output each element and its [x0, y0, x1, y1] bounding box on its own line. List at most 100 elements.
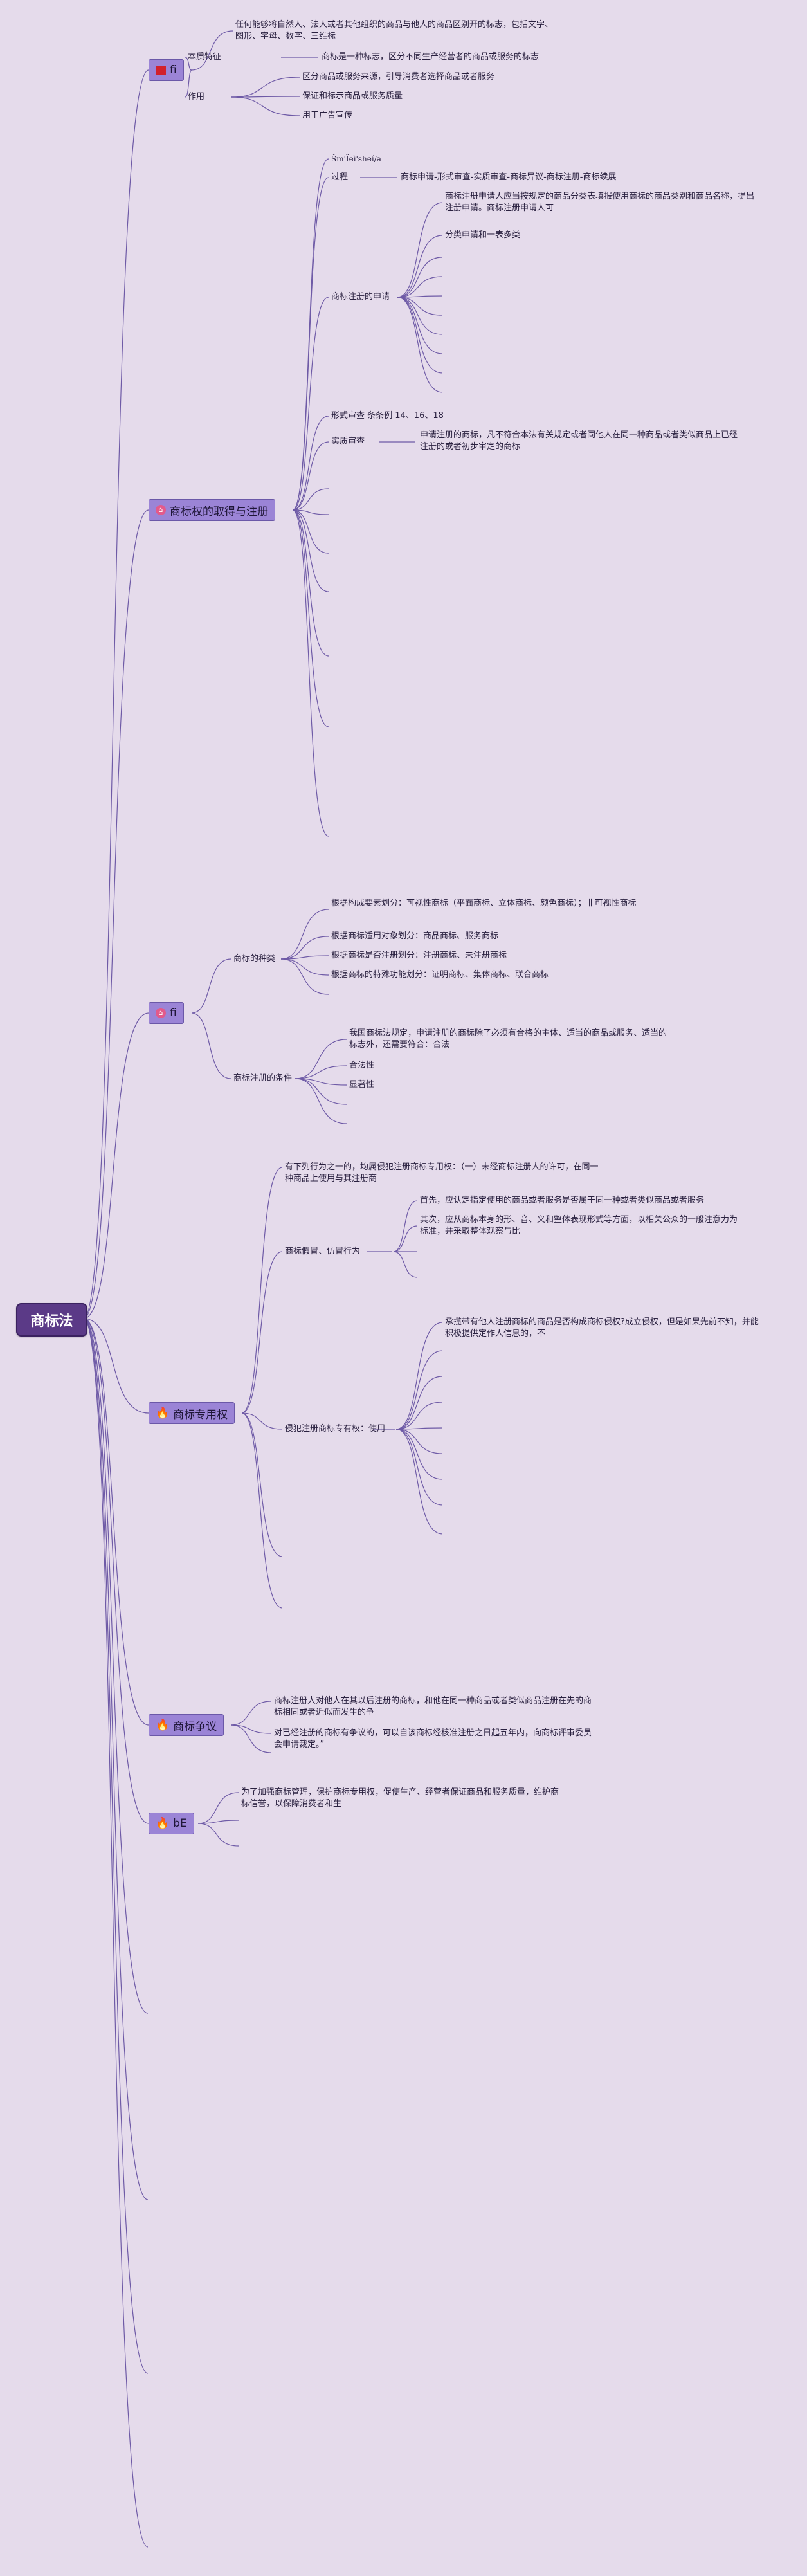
connector-line — [197, 1823, 239, 1847]
connector-line — [395, 1376, 443, 1430]
fire-icon: 🔥 — [156, 1719, 170, 1731]
condition-item-3: 显著性 — [349, 1080, 375, 1090]
root-connector — [83, 1012, 149, 1319]
connector-line — [197, 1820, 239, 1824]
connector-line — [397, 297, 443, 354]
connector-line — [397, 297, 443, 335]
connector-line — [397, 297, 443, 316]
purpose-text: 为了加强商标管理，保护商标专用权，促使生产、经营者保证商品和服务质量，维护商标信… — [241, 1787, 559, 1809]
fire-icon: 🔥 — [156, 1817, 170, 1830]
connector-line — [292, 509, 329, 727]
connector-line — [397, 202, 443, 298]
application-text-1: 商标注册申请人应当按规定的商品分类表填报使用商标的商品类别和商品名称，提出注册申… — [445, 192, 755, 213]
type-item-3: 根据商标是否注册划分：注册商标、未注册商标 — [331, 951, 507, 960]
process-label: 过程 — [331, 172, 349, 182]
connector-line — [292, 509, 329, 592]
type-item-4: 根据商标的特殊功能划分：证明商标、集体商标、联合商标 — [331, 970, 549, 980]
counterfeit-item-1: 首先，应认定指定使用的商品或者服务是否属于同一种或者类似商品或者服务 — [420, 1196, 705, 1205]
connector-line — [292, 177, 329, 511]
house-icon: ⌂ — [156, 505, 166, 515]
essence-label: 本质特征 — [188, 52, 222, 62]
connector-line — [292, 509, 329, 515]
root-connector — [83, 1318, 149, 2548]
connector-line — [292, 158, 329, 511]
connector-line — [197, 1792, 239, 1824]
root-connector — [83, 509, 149, 1319]
trademark-definition: 任何能够将自然人、法人或者其他组织的商品与他人的商品区别开的标志，包括文字、图形… — [235, 20, 554, 41]
condition-item-1: 我国商标法规定，申请注册的商标除了必须有合格的主体、适当的商品或服务、适当的标志… — [349, 1028, 667, 1050]
connector-line — [295, 1039, 347, 1079]
connector-line — [231, 96, 300, 98]
connector-line — [395, 1429, 443, 1535]
connector-line — [280, 936, 329, 960]
branch-definition[interactable]: fi — [149, 59, 184, 81]
connector-line — [395, 1429, 443, 1454]
connector-line — [393, 1225, 418, 1252]
root-title: 商标法 — [30, 1313, 73, 1329]
function-item-2: 保证和标示商品或服务质量 — [302, 91, 403, 101]
connector-line — [230, 1724, 272, 1753]
root-node[interactable]: 商标法 — [16, 1303, 87, 1337]
function-item-1: 区分商品或服务来源，引导消费者选择商品或者服务 — [302, 72, 495, 82]
connector-line — [191, 958, 231, 1014]
branch-exclusive-right-label: 商标专用权 — [173, 1408, 228, 1421]
connector-line — [280, 958, 329, 995]
function-item-3: 用于广告宣传 — [302, 111, 353, 120]
application-text-2: 分类申请和一表多类 — [445, 230, 521, 240]
connector-line — [397, 297, 443, 374]
connector-line — [191, 30, 233, 71]
application-label: 商标注册的申请 — [331, 292, 390, 302]
pinyin-note: Šm'Ïeì'sheí/a — [331, 154, 381, 163]
counterfeit-item-2: 其次，应从商标本身的形、音、义和整体表现形式等方面，以相关公众的一般注意力为标准… — [420, 1215, 738, 1236]
house-icon: ⌂ — [156, 1008, 166, 1018]
connector-line — [395, 1322, 443, 1430]
dispute-text-2: 对已经注册的商标有争议的，可以自该商标经核准注册之日起五年内，向商标评审委员会申… — [274, 1728, 592, 1749]
flag-icon — [156, 66, 166, 75]
connector-line — [230, 1724, 272, 1734]
substantive-review-label: 实质审查 — [331, 437, 365, 446]
connector-line — [292, 488, 329, 511]
branch-registration-label: 商标权的取得与注册 — [170, 505, 268, 518]
connector-line — [295, 1078, 347, 1124]
essence-text: 商标是一种标志，区分不同生产经营者的商品或服务的标志 — [322, 52, 540, 62]
formal-review: 形式审查 条条例 14、16、18 — [331, 411, 444, 421]
branch-dispute[interactable]: 🔥 商标争议 — [149, 1714, 224, 1736]
connector-line — [231, 96, 300, 116]
connector-line — [393, 1200, 418, 1252]
function-label: 作用 — [188, 92, 205, 102]
connector-line — [395, 1429, 443, 1480]
connector-line — [395, 1427, 443, 1430]
connector-line — [395, 1402, 443, 1430]
branch-types-label: fi — [170, 1007, 177, 1019]
connector-line — [295, 1078, 347, 1086]
branch-purpose-label: bE — [173, 1817, 187, 1830]
connector-line — [292, 441, 329, 511]
type-item-2: 根据商标适用对象划分：商品商标、服务商标 — [331, 931, 499, 941]
connector-line — [393, 1251, 418, 1278]
condition-item-2: 合法性 — [349, 1061, 375, 1070]
infringement-intro: 有下列行为之一的，均属侵犯注册商标专用权：（一）未经商标注册人的许可，在同一种商… — [285, 1162, 599, 1183]
branch-dispute-label: 商标争议 — [173, 1720, 217, 1733]
root-connector — [83, 1318, 149, 1414]
branch-registration[interactable]: ⌂ 商标权的取得与注册 — [149, 499, 275, 521]
fire-icon: 🔥 — [156, 1407, 170, 1420]
branch-purpose[interactable]: 🔥 bE — [149, 1813, 194, 1834]
root-connector — [83, 69, 149, 1319]
connector-line — [241, 1167, 283, 1414]
connector-line — [397, 257, 443, 298]
branch-exclusive-right[interactable]: 🔥 商标专用权 — [149, 1402, 235, 1424]
types-label: 商标的种类 — [233, 954, 276, 964]
connector-line — [292, 509, 329, 837]
connector-line — [241, 1251, 283, 1414]
type-item-1: 根据构成要素划分：可视性商标（平面商标、立体商标、颜色商标）；非可视性商标 — [331, 899, 637, 908]
connector-line — [241, 1412, 283, 1609]
dispute-text-1: 商标注册人对他人在其以后注册的商标，和他在同一种商品或者类似商品注册在先的商标相… — [274, 1696, 592, 1717]
connector-line — [295, 1065, 347, 1079]
infringement-label: 侵犯注册商标专有权：使用 — [285, 1424, 386, 1434]
connector-line — [231, 77, 300, 98]
connector-line — [292, 509, 329, 657]
branch-types[interactable]: ⌂ fi — [149, 1002, 184, 1024]
connector-line — [397, 297, 443, 393]
root-connector — [83, 1318, 149, 1726]
